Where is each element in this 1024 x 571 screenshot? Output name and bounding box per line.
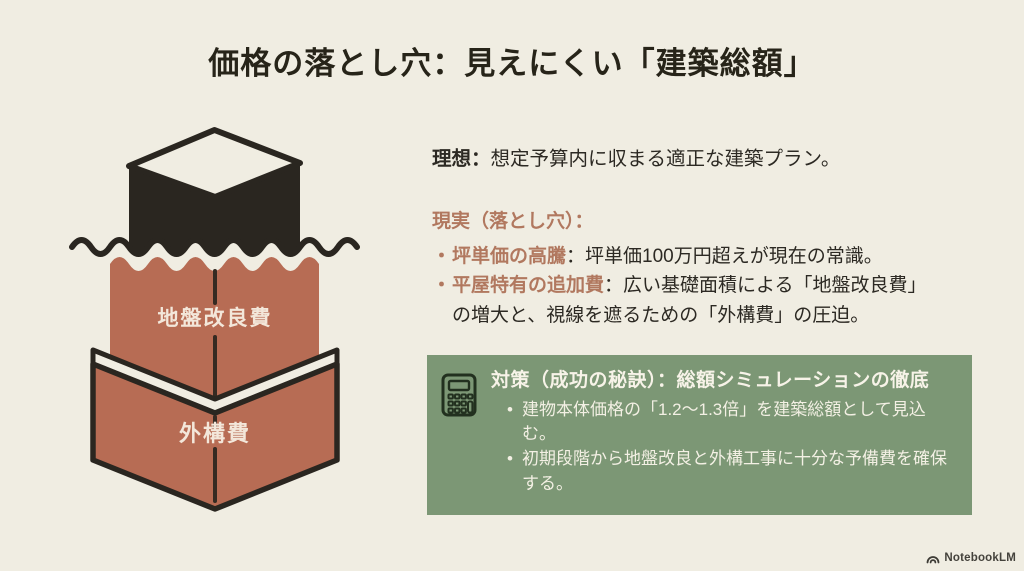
list-item: ・坪単価の高騰：坪単価100万円超えが現在の常識。 bbox=[432, 242, 937, 271]
soil-improvement-box bbox=[110, 257, 319, 407]
list-item: ・平屋特有の追加費：広い基礎面積による「地盤改良費」の増大と、視線を遮るための「… bbox=[432, 271, 937, 330]
bullet-text: ：広い基礎面積による「地盤改良費」の増大と、視線を遮るための「外構費」の圧迫。 bbox=[452, 275, 927, 326]
bullet-text: 建物本体価格の「1.2〜1.3倍」を建築総額として見込む。 bbox=[522, 399, 926, 444]
reality-bullet-list: ・坪単価の高騰：坪単価100万円超えが現在の常識。 ・平屋特有の追加費：広い基礎… bbox=[432, 242, 937, 330]
reality-section: 現実（落とし穴）： ・坪単価の高騰：坪単価100万円超えが現在の常識。 ・平屋特… bbox=[432, 206, 937, 330]
bullet-text: 初期段階から地盤改良と外構工事に十分な予備費を確保する。 bbox=[522, 449, 947, 493]
reality-heading: 現実（落とし穴）： bbox=[432, 211, 594, 232]
page-title: 価格の落とし穴：見えにくい「建築総額」 bbox=[208, 46, 816, 81]
waterline-wave bbox=[69, 237, 360, 257]
bullet-lead: 平屋特有の追加費 bbox=[452, 275, 605, 297]
ideal-text: 想定予算内に収まる適正な建築プラン。 bbox=[490, 148, 841, 170]
ideal-lead: 理想： bbox=[432, 148, 491, 170]
brand-name: NotebookLM bbox=[944, 552, 1016, 564]
solution-bullet-list: • 建物本体価格の「1.2〜1.3倍」を建築総額として見込む。 • 初期段階から地盤… bbox=[491, 398, 956, 497]
bullet-marker: • bbox=[507, 399, 513, 419]
notebooklm-logo-icon bbox=[926, 556, 940, 564]
bullet-lead: 坪単価の高騰 bbox=[452, 246, 567, 267]
bullet-marker: • bbox=[507, 449, 513, 469]
list-item: • 初期段階から地盤改良と外構工事に十分な予備費を確保する。 bbox=[507, 447, 956, 496]
bullet-marker: ・ bbox=[432, 246, 452, 267]
solution-content: 対策（成功の秘訣）：総額シミュレーションの徹底 • 建物本体価格の「1.2〜1.3… bbox=[491, 369, 956, 496]
bullet-marker: ・ bbox=[432, 275, 452, 297]
list-item: • 建物本体価格の「1.2〜1.3倍」を建築総額として見込む。 bbox=[507, 398, 956, 447]
solution-heading: 対策（成功の秘訣）：総額シミュレーションの徹底 bbox=[491, 370, 930, 391]
exterior-cost-box bbox=[90, 361, 340, 512]
solution-box: 対策（成功の秘訣）：総額シミュレーションの徹底 • 建物本体価格の「1.2〜1.3… bbox=[427, 355, 972, 515]
exterior-cost-label: 外構費 bbox=[179, 421, 251, 446]
ideal-statement: 理想：想定予算内に収まる適正な建築プラン。 bbox=[432, 146, 992, 173]
hidden-costs-iceberg-diagram: 地盤改良費 外構費 bbox=[69, 127, 360, 512]
soil-improvement-label: 地盤改良費 bbox=[158, 306, 273, 330]
bullet-text: ：坪単価100万円超えが現在の常識。 bbox=[566, 246, 883, 267]
footer-brand: NotebookLM bbox=[926, 550, 1016, 566]
iceberg-cube-top-face bbox=[126, 127, 303, 200]
calculator-icon bbox=[441, 373, 477, 417]
